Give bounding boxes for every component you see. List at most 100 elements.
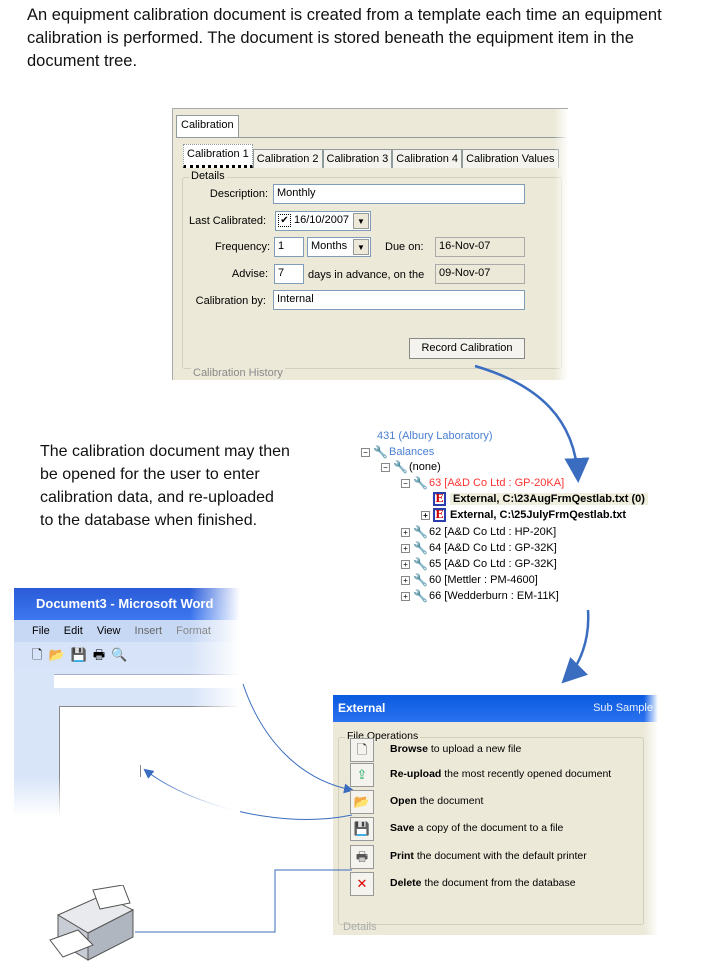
tab-calibration-4[interactable]: Calibration 4 <box>392 149 463 168</box>
tree-item[interactable]: +🔧62 [A&D Co Ltd : HP-20K] <box>401 524 556 540</box>
tree-item[interactable]: +🔧60 [Mettler : PM-4600] <box>401 572 538 588</box>
op-description: the document from the database <box>424 877 576 889</box>
advise-input[interactable]: 7 <box>274 264 304 284</box>
frequency-label: Frequency: <box>214 241 270 253</box>
wrench-icon: 🔧 <box>413 525 428 540</box>
print-icon[interactable]: 🖶 <box>92 647 112 662</box>
op-description: the document with the default printer <box>416 850 587 862</box>
tree-item[interactable]: +🔧65 [A&D Co Ltd : GP-32K] <box>401 556 557 572</box>
description-label: Description: <box>209 188 268 200</box>
advise-date-field: 09-Nov-07 <box>435 264 525 284</box>
op-name: Re-upload <box>390 768 442 780</box>
document-tree: 431 (Albury Laboratory) −🔧Balances −🔧(no… <box>355 428 685 608</box>
external-panel: External Sub Sample File Operations 🗋Bro… <box>333 695 658 935</box>
last-calibrated-picker[interactable]: ✔ 16/10/2007 ▼ <box>275 211 371 231</box>
tree-node-none[interactable]: −🔧(none) <box>381 459 441 475</box>
printer-illustration <box>49 885 135 961</box>
expand-icon[interactable]: + <box>401 527 410 537</box>
tree-item[interactable]: +🔧64 [A&D Co Ltd : GP-32K] <box>401 540 557 556</box>
calibration-tabs: Calibration 1 Calibration 2 Calibration … <box>183 144 559 168</box>
save-icon[interactable]: 💾 <box>70 647 93 662</box>
wrench-icon: 🔧 <box>413 573 428 588</box>
document-page[interactable] <box>59 706 240 816</box>
menu-format[interactable]: Format <box>176 625 211 637</box>
menu-edit[interactable]: Edit <box>63 625 83 637</box>
calibration-by-input[interactable]: Internal <box>273 290 525 310</box>
op-name: Print <box>390 850 414 862</box>
wrench-icon: 🔧 <box>373 445 388 460</box>
details-title: Details <box>189 170 227 182</box>
menu-view[interactable]: View <box>96 625 121 637</box>
word-toolbar: 🗋📂💾🖶🔍 <box>14 642 240 668</box>
external-doc-icon: E <box>433 492 446 507</box>
advise-label: Advise: <box>231 268 268 280</box>
checkbox-checked-icon[interactable]: ✔ <box>278 214 291 227</box>
collapse-icon[interactable]: − <box>401 478 410 488</box>
collapse-icon[interactable]: − <box>361 447 370 457</box>
frequency-unit-value: Months <box>311 240 348 252</box>
calibration-by-label: Calibration by: <box>195 295 266 307</box>
word-window: Document3 - Microsoft Word File Edit Vie… <box>14 588 240 816</box>
tab-calibration-3[interactable]: Calibration 3 <box>322 149 393 168</box>
new-file-icon[interactable]: 🗋 <box>350 738 374 762</box>
word-menu-bar: File Edit View Insert Format <box>14 620 240 642</box>
advise-text: days in advance, on the <box>308 269 425 281</box>
expand-icon[interactable]: + <box>401 543 410 553</box>
op-description: the document <box>419 795 484 807</box>
intro-text: An equipment calibration document is cre… <box>27 6 662 70</box>
save-icon[interactable]: 💾 <box>350 817 374 841</box>
op-name: Browse <box>390 743 428 755</box>
tree-item[interactable]: +🔧66 [Wedderburn : EM-11K] <box>401 588 559 604</box>
op-description: to upload a new file <box>430 743 522 755</box>
menu-insert[interactable]: Insert <box>134 625 163 637</box>
op-description: the most recently opened document <box>444 768 612 780</box>
expand-icon[interactable]: + <box>421 510 430 520</box>
wrench-icon: 🔧 <box>413 541 428 556</box>
expand-icon[interactable]: + <box>401 559 410 569</box>
op-name: Delete <box>390 877 422 889</box>
calibration-history-title: Calibration History <box>191 367 285 379</box>
last-calibrated-value: 16/10/2007 <box>294 214 350 226</box>
description-paragraph: The calibration document may then be ope… <box>40 443 290 529</box>
open-folder-icon[interactable]: 📂 <box>350 790 374 814</box>
description-input[interactable]: Monthly <box>273 184 525 204</box>
collapse-icon[interactable]: − <box>381 462 390 472</box>
new-doc-icon[interactable]: 🗋 <box>32 647 49 662</box>
external-doc-icon: E <box>433 508 446 523</box>
print-preview-icon[interactable]: 🔍 <box>111 647 134 662</box>
due-on-field: 16-Nov-07 <box>435 237 525 257</box>
expand-icon[interactable]: + <box>401 591 410 601</box>
open-folder-icon[interactable]: 📂 <box>48 647 71 662</box>
tab-calibration-values[interactable]: Calibration Values <box>462 149 559 168</box>
op-description: a copy of the document to a file <box>417 822 564 834</box>
frequency-unit-select[interactable]: Months ▼ <box>307 237 371 257</box>
tab-calibration-1[interactable]: Calibration 1 <box>183 144 253 168</box>
wrench-icon: 🔧 <box>413 557 428 572</box>
external-title-bar: External Sub Sample <box>333 695 658 722</box>
menu-file[interactable]: File <box>32 625 50 637</box>
chevron-down-icon[interactable]: ▼ <box>353 239 369 255</box>
tree-node-selected[interactable]: −🔧63 [A&D Co Ltd : GP-20KA] <box>401 475 564 491</box>
tab-calibration-2[interactable]: Calibration 2 <box>252 149 323 168</box>
expand-icon[interactable]: + <box>401 575 410 585</box>
word-title-bar: Document3 - Microsoft Word <box>14 588 240 620</box>
calibration-panel: Calibration Calibration 1 Calibration 2 … <box>172 108 568 380</box>
wrench-icon: 🔧 <box>393 460 408 475</box>
tree-node-balances[interactable]: −🔧Balances <box>361 444 434 460</box>
print-icon[interactable]: 🖶 <box>350 845 374 869</box>
reupload-icon[interactable]: ⇪ <box>350 763 374 787</box>
op-name: Save <box>390 822 415 834</box>
wrench-icon: 🔧 <box>413 589 428 604</box>
tab-calibration[interactable]: Calibration <box>176 115 239 137</box>
tree-root[interactable]: 431 (Albury Laboratory) <box>377 430 493 442</box>
delete-icon[interactable]: ✕ <box>350 872 374 896</box>
details-title: Details <box>343 921 377 933</box>
text-cursor <box>140 765 141 777</box>
chevron-down-icon[interactable]: ▼ <box>353 213 369 229</box>
record-calibration-button[interactable]: Record Calibration <box>409 338 525 359</box>
wrench-icon: 🔧 <box>413 476 428 491</box>
op-name: Open <box>390 795 417 807</box>
frequency-input[interactable]: 1 <box>274 237 304 257</box>
